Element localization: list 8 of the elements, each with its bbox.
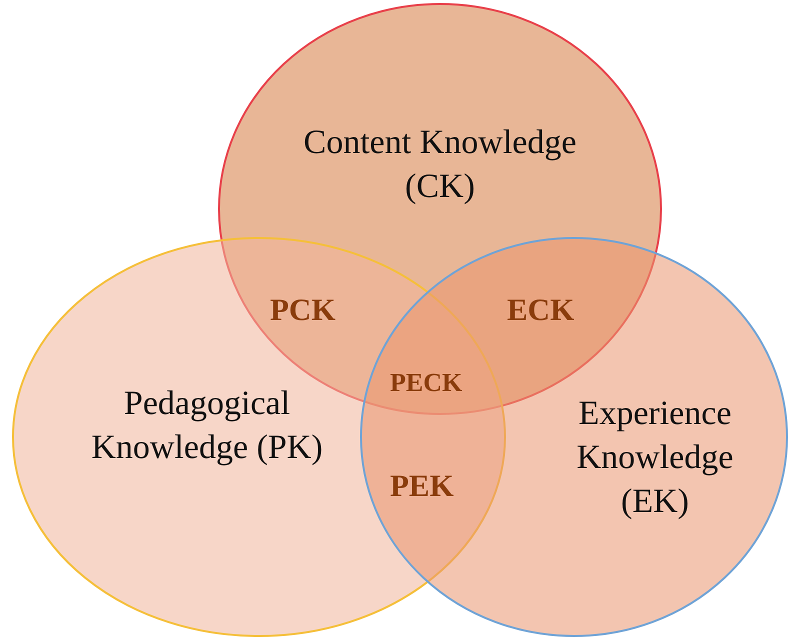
circle-label: Pedagogical Knowledge (PK)	[90, 384, 324, 468]
overlap-label: PCK	[270, 292, 336, 328]
circle-label: Experience Knowledge (EK)	[576, 394, 734, 522]
circle-label: Content Knowledge (CK)	[302, 123, 578, 208]
overlap-label: PEK	[390, 468, 454, 504]
venn-circle	[360, 237, 788, 637]
overlap-label: PECK	[390, 368, 462, 398]
overlap-label: ECK	[507, 292, 574, 328]
